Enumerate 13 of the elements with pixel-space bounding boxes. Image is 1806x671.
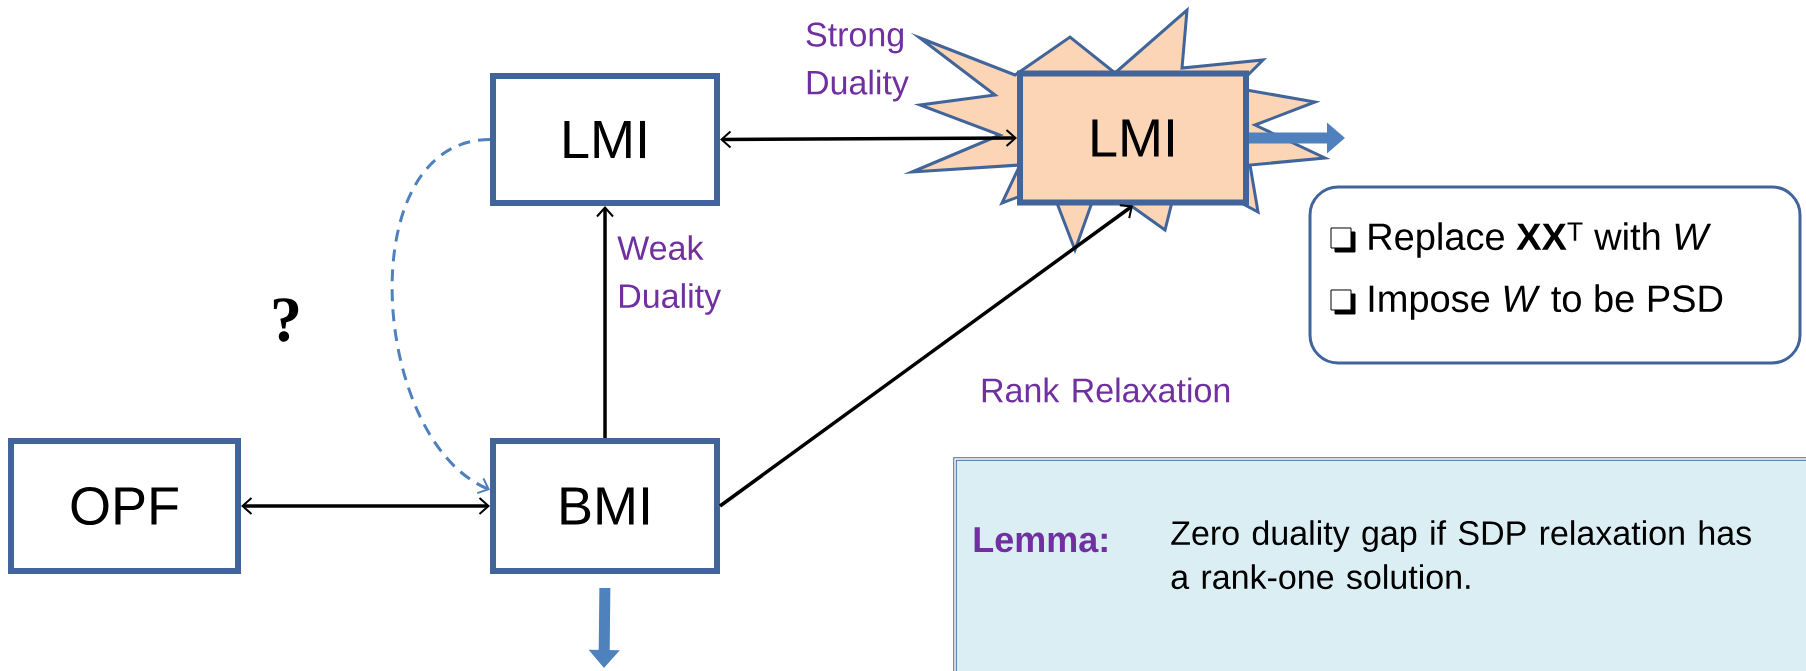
lemma-box: Lemma: Zero duality gap if SDP relaxation has a rank-one solution.	[953, 457, 1806, 671]
edge-label: Rank Relaxation	[982, 377, 1230, 403]
process-box: BMI	[490, 438, 720, 574]
process-box: OPF	[8, 438, 241, 574]
arrow	[241, 497, 490, 515]
arrow	[720, 129, 1017, 149]
arrow	[719, 204, 1133, 508]
process-box: LMI	[490, 73, 720, 206]
edge-label: Weak Duality	[617, 235, 722, 315]
edge-label: ?	[273, 298, 299, 342]
arrow	[596, 206, 614, 438]
checklist-box: Replace XX$^{T}$ with W Impose W to be PSD	[1308, 185, 1802, 365]
dashed-arrow	[390, 138, 491, 495]
